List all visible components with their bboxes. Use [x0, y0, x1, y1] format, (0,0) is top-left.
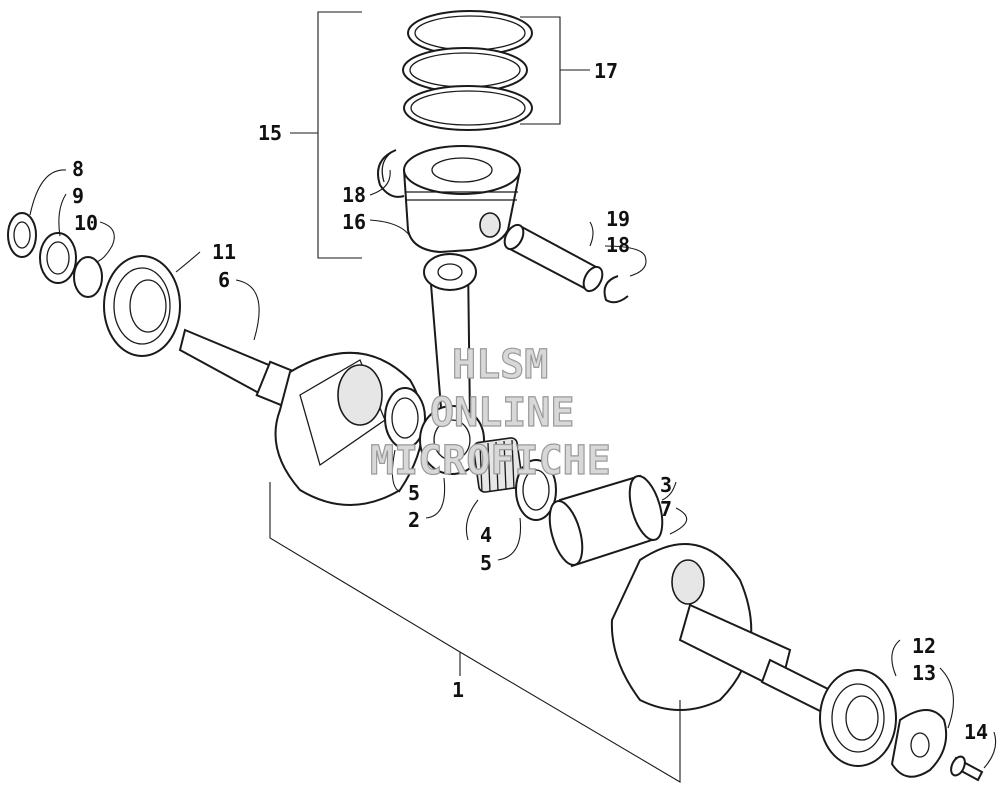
callout-16: 16 [342, 210, 366, 234]
watermark-line3: MICROFICHE [370, 438, 611, 484]
callout-5-left: 5 [408, 481, 420, 505]
circlip-upper [377, 149, 405, 198]
watermark-line1: HLSM [452, 342, 548, 388]
callout-2: 2 [408, 508, 420, 532]
piston [402, 145, 522, 254]
callout-13: 13 [912, 661, 936, 685]
circlip-lower [603, 275, 629, 304]
crank-half-right [610, 543, 832, 714]
callout-4: 4 [480, 523, 492, 547]
callout-12: 12 [912, 634, 936, 658]
needle-bearing [472, 437, 524, 493]
thrust-washer-left [384, 387, 426, 449]
callout-17: 17 [594, 59, 618, 83]
bearing-left-large [103, 255, 181, 357]
snap-ring-left [73, 256, 103, 298]
callout-15: 15 [258, 121, 282, 145]
watermark-line2: ONLINE [430, 390, 575, 436]
callout-14: 14 [964, 720, 988, 744]
bearing-right [819, 669, 897, 767]
screw [950, 755, 984, 782]
callout-7: 7 [660, 497, 672, 521]
piston-rings [402, 10, 533, 131]
callout-18-right: 18 [606, 233, 630, 257]
callout-19: 19 [606, 207, 630, 231]
crank-half-left [178, 328, 424, 506]
crank-pin [548, 474, 664, 568]
bearing-left-small [39, 232, 77, 284]
callout-labels: 1 2 3 4 5 5 6 7 8 9 10 11 12 13 14 15 16… [72, 59, 988, 744]
callout-8: 8 [72, 157, 84, 181]
callout-5-right: 5 [480, 551, 492, 575]
leader-lines [29, 11, 997, 783]
oil-seal-left [7, 212, 37, 258]
callout-18-upper: 18 [342, 183, 366, 207]
callout-9: 9 [72, 184, 84, 208]
callout-10: 10 [74, 211, 98, 235]
thrust-washer-right [515, 459, 557, 521]
callout-11: 11 [212, 240, 236, 264]
callout-6: 6 [218, 268, 230, 292]
callout-3: 3 [660, 473, 672, 497]
connecting-rod [419, 253, 485, 475]
piston-pin [503, 223, 604, 293]
retainer-plate [890, 709, 948, 778]
callout-1: 1 [452, 678, 464, 702]
watermark: HLSM ONLINE MICROFICHE [369, 341, 611, 484]
